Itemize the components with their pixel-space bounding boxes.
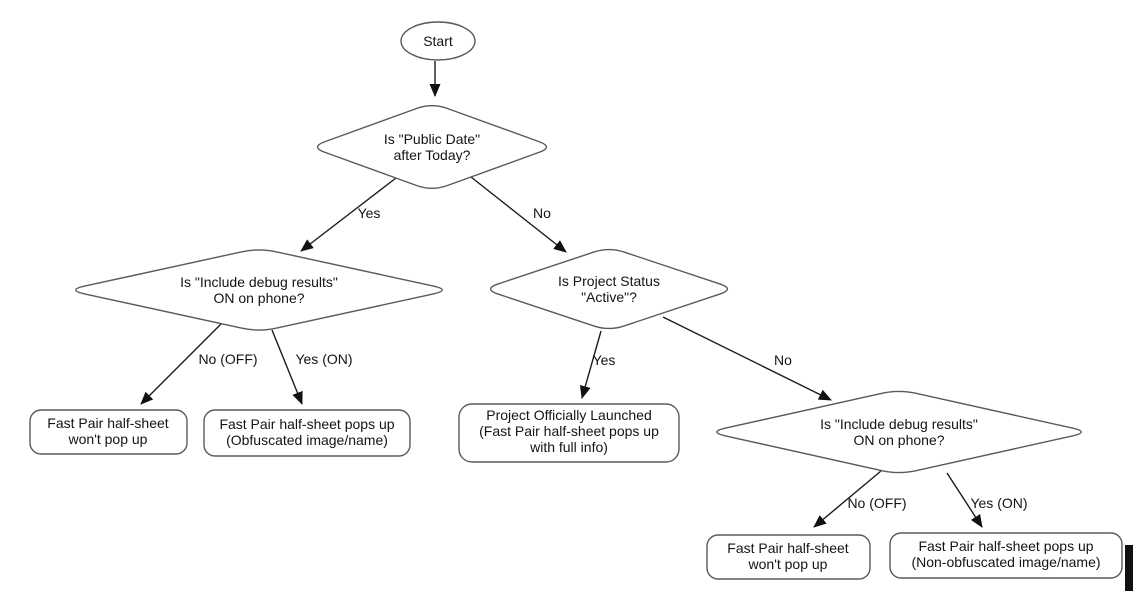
result-non-obfuscated-line2: (Non-obfuscated image/name) — [911, 554, 1100, 570]
text-cursor-artifact — [1125, 545, 1133, 591]
edge-public-date-no — [470, 176, 567, 253]
result-no-popup-left — [29, 409, 188, 455]
result-obfuscated — [203, 409, 411, 457]
decision-public-date-line2: after Today? — [394, 147, 471, 163]
edge-label-public-date-yes: Yes — [358, 205, 381, 221]
decision-debug-right-line2: ON on phone? — [853, 432, 944, 448]
decision-project-status-line2: "Active"? — [581, 289, 637, 305]
decision-project-status — [489, 248, 729, 330]
result-no-popup-right — [706, 534, 871, 580]
edge-debug-right-no-off — [813, 470, 882, 528]
start-node — [400, 21, 476, 61]
result-non-obfuscated-line1: Fast Pair half-sheet pops up — [918, 538, 1093, 554]
edge-debug-left-no-off — [140, 323, 222, 405]
result-no-popup-right-line2: won't pop up — [748, 556, 828, 572]
decision-public-date-line1: Is "Public Date" — [384, 131, 480, 147]
decision-debug-left-line1: Is "Include debug results" — [180, 274, 338, 290]
edge-public-date-yes — [300, 177, 397, 252]
start-node-label: Start — [423, 33, 453, 49]
edge-label-debug-right-no-off: No (OFF) — [847, 495, 906, 511]
result-obfuscated-line1: Fast Pair half-sheet pops up — [219, 416, 394, 432]
edge-label-status-yes: Yes — [593, 352, 616, 368]
edge-label-debug-right-yes-on: Yes (ON) — [970, 495, 1027, 511]
decision-debug-left — [75, 249, 443, 331]
edge-label-status-no: No — [774, 352, 792, 368]
edge-status-no — [662, 316, 832, 401]
decision-project-status-line1: Is Project Status — [558, 273, 660, 289]
edge-label-public-date-no: No — [533, 205, 551, 221]
result-obfuscated-line2: (Obfuscated image/name) — [226, 432, 388, 448]
decision-public-date — [316, 105, 548, 189]
decision-debug-left-line2: ON on phone? — [213, 290, 304, 306]
edge-debug-right-yes-on — [946, 472, 983, 528]
result-launched-line2: (Fast Pair half-sheet pops up — [479, 423, 659, 439]
result-no-popup-right-line1: Fast Pair half-sheet — [727, 540, 848, 556]
result-launched-line3: with full info) — [529, 439, 608, 455]
result-launched-line1: Project Officially Launched — [486, 407, 652, 423]
result-no-popup-left-line2: won't pop up — [68, 431, 148, 447]
result-no-popup-left-line1: Fast Pair half-sheet — [47, 415, 168, 431]
edge-status-yes — [579, 330, 602, 399]
edge-debug-left-yes-on — [271, 329, 303, 405]
edge-label-debug-left-yes-on: Yes (ON) — [295, 351, 352, 367]
decision-debug-right — [716, 390, 1082, 474]
result-launched — [458, 403, 680, 463]
decision-debug-right-line1: Is "Include debug results" — [820, 416, 978, 432]
edge-label-debug-left-no-off: No (OFF) — [198, 351, 257, 367]
result-non-obfuscated — [889, 532, 1123, 579]
